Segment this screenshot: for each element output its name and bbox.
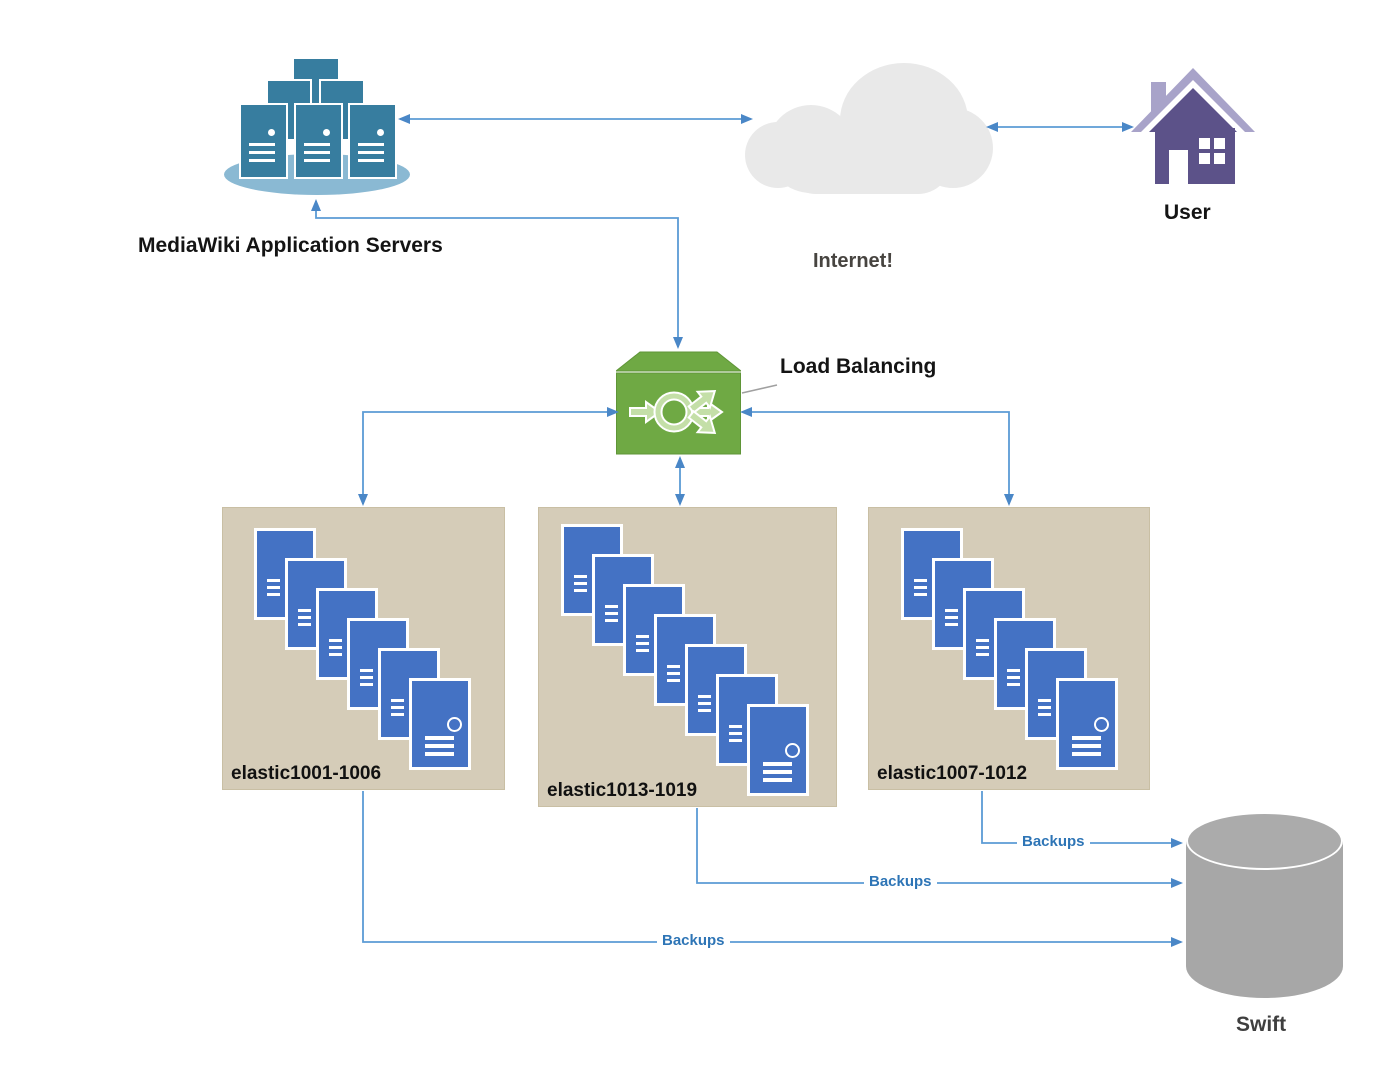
mediawiki-servers-icon bbox=[222, 57, 412, 197]
window bbox=[1199, 138, 1225, 164]
elastic-cluster-box: elastic1013-1019 bbox=[538, 507, 837, 807]
mediawiki-servers-label: MediaWiki Application Servers bbox=[138, 234, 443, 257]
server-icon bbox=[294, 103, 343, 179]
swift-label: Swift bbox=[1236, 1013, 1287, 1036]
connector-backup-cluster1-swift bbox=[362, 791, 1183, 947]
connector-backup-cluster2-swift bbox=[696, 808, 1183, 888]
user-house-icon bbox=[1131, 68, 1255, 184]
load-balancer-icon bbox=[616, 351, 741, 455]
user-label: User bbox=[1164, 201, 1211, 224]
connector-loadbalancer-cluster1 bbox=[358, 407, 619, 506]
load-balancing-label: Load Balancing bbox=[780, 355, 937, 378]
backups-edge-label: Backups bbox=[864, 873, 937, 890]
cluster-label: elastic1001-1006 bbox=[231, 763, 382, 784]
cluster-label: elastic1007-1012 bbox=[877, 763, 1028, 784]
backups-edge-label: Backups bbox=[1017, 833, 1090, 850]
server-card-icon bbox=[409, 678, 471, 770]
elastic-cluster-box: elastic1007-1012 bbox=[868, 507, 1150, 790]
connector-servers-loadbalancer bbox=[311, 199, 683, 349]
loadbalancer-callout-line bbox=[741, 384, 778, 394]
server-icon bbox=[239, 103, 288, 179]
connector-loadbalancer-cluster3 bbox=[740, 407, 1014, 506]
server-icon bbox=[348, 103, 397, 179]
internet-label: Internet! bbox=[813, 250, 893, 272]
door bbox=[1169, 150, 1188, 184]
swift-database-icon bbox=[1186, 812, 1343, 998]
server-card-icon bbox=[747, 704, 809, 796]
elastic-cluster-box: elastic1001-1006 bbox=[222, 507, 505, 790]
internet-cloud-icon bbox=[745, 60, 993, 200]
cluster-label: elastic1013-1019 bbox=[547, 780, 698, 801]
backups-edge-label: Backups bbox=[657, 932, 730, 949]
server-card-icon bbox=[1056, 678, 1118, 770]
